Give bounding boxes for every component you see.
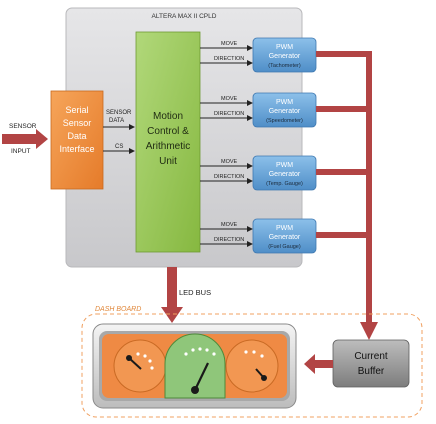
pwm-subtitle-1: Generator bbox=[269, 53, 301, 60]
direction-label-2: DIRECTION bbox=[214, 111, 244, 117]
pwm-title-3: PWM bbox=[276, 162, 293, 169]
motion-unit-line-1: Motion bbox=[153, 111, 183, 122]
sensor-data-label-2: DATA bbox=[109, 118, 124, 124]
needle-icon bbox=[194, 362, 209, 391]
sensor-input-arrow bbox=[2, 129, 48, 149]
pwm-subtitle-3: Generator bbox=[269, 171, 301, 178]
dashboard-gauge-icon bbox=[92, 323, 297, 409]
serial-interface-line-1: Serial bbox=[65, 105, 88, 115]
current-buffer-line-2: Buffer bbox=[358, 366, 385, 377]
dash-board-label: DASH BOARD bbox=[95, 306, 141, 313]
pwm-generator-tachometer: PWM Generator (Tachometer) bbox=[252, 37, 317, 73]
pwm-title-4: PWM bbox=[276, 225, 293, 232]
serial-interface-line-4: Interface bbox=[59, 144, 94, 154]
direction-label-1: DIRECTION bbox=[214, 56, 244, 62]
sensor-input-label-2: INPUT bbox=[11, 148, 31, 155]
pwm-target-1: (Tachometer) bbox=[268, 63, 301, 69]
pwm-generator-fuel-gauge: PWM Generator (Fuel Gauge) bbox=[252, 218, 317, 254]
pwm-subtitle-4: Generator bbox=[269, 234, 301, 241]
pwm-title-2: PWM bbox=[276, 99, 293, 106]
buffer-to-dashboard-arrow bbox=[304, 354, 333, 374]
move-label-1: MOVE bbox=[221, 41, 238, 47]
current-buffer-box bbox=[332, 339, 410, 388]
led-bus-arrow bbox=[161, 267, 183, 323]
pwm-target-4: (Fuel Gauge) bbox=[268, 244, 301, 250]
move-label-4: MOVE bbox=[221, 222, 238, 228]
pwm-generator-speedometer: PWM Generator (Speedometer) bbox=[252, 92, 317, 128]
serial-sensor-data-interface-box bbox=[50, 90, 104, 190]
move-label-3: MOVE bbox=[221, 159, 238, 165]
move-label-2: MOVE bbox=[221, 96, 238, 102]
serial-interface-line-3: Data bbox=[67, 131, 86, 141]
pwm-title-1: PWM bbox=[276, 44, 293, 51]
current-buffer-line-1: Current bbox=[354, 351, 388, 362]
motion-unit-line-2: Control & bbox=[147, 126, 189, 137]
pwm-subtitle-2: Generator bbox=[269, 108, 301, 115]
sensor-input-label: SENSOR bbox=[9, 123, 37, 130]
direction-label-3: DIRECTION bbox=[214, 174, 244, 180]
led-bus-label: LED BUS bbox=[179, 288, 211, 297]
cs-label: CS bbox=[115, 144, 123, 150]
pwm-generator-temp-gauge: PWM Generator (Temp. Gauge) bbox=[252, 155, 317, 191]
pwm-target-3: (Temp. Gauge) bbox=[266, 181, 303, 187]
pwm-output-bus bbox=[316, 51, 378, 340]
sensor-data-label: SENSOR bbox=[106, 110, 132, 116]
direction-label-4: DIRECTION bbox=[214, 237, 244, 243]
cpld-title: ALTERA MAX II CPLD bbox=[152, 13, 217, 20]
pwm-target-2: (Speedometer) bbox=[266, 118, 303, 124]
serial-interface-line-2: Sensor bbox=[63, 118, 92, 128]
dash-board-region bbox=[81, 313, 423, 418]
motion-unit-line-4: Unit bbox=[159, 156, 177, 167]
motion-unit-line-3: Arithmetic bbox=[146, 141, 190, 152]
motion-control-unit-box bbox=[135, 31, 201, 253]
